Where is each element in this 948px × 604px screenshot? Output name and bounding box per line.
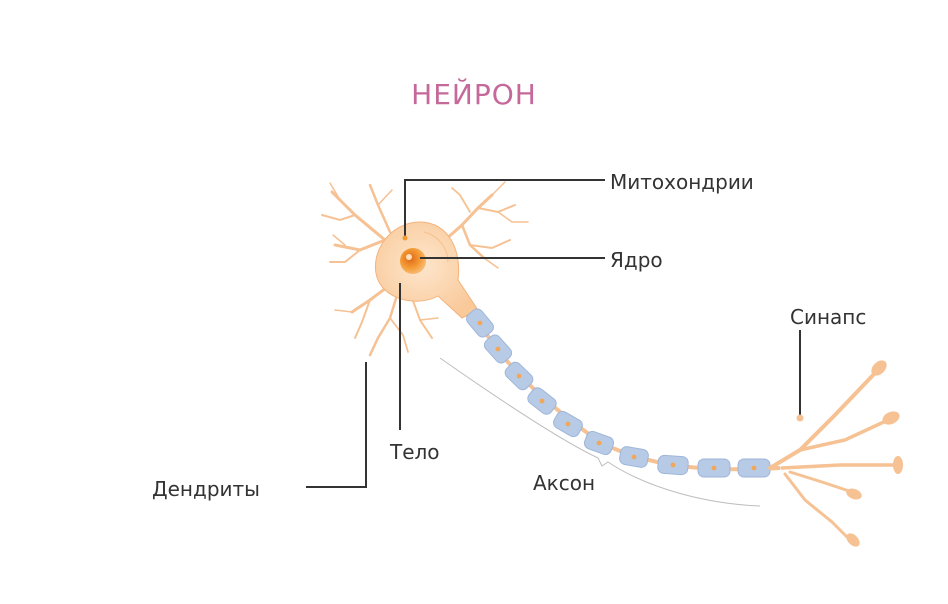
label-dendrites: Дендриты (152, 477, 260, 501)
label-mitochondria: Митохондрии (610, 170, 754, 194)
leader-mitochondria (404, 179, 605, 238)
myelin-dots (477, 320, 757, 471)
label-synapse: Синапс (790, 305, 867, 329)
leader-lines (306, 179, 801, 488)
dendrites-left (321, 182, 439, 357)
axon-bracket (439, 357, 761, 507)
diagram-title: НЕЙРОН (411, 78, 537, 111)
mitochondria-pointer-dot (402, 235, 408, 241)
label-axon: Аксон (533, 471, 596, 495)
synapse-ends (846, 360, 903, 547)
nucleus (400, 248, 426, 274)
cell-body (374, 221, 479, 319)
leader-dendrites (306, 362, 367, 488)
label-nucleus: Ядро (610, 248, 663, 272)
synapse-pointer-dot (796, 414, 804, 422)
axon-terminals (768, 370, 897, 542)
dendrites-right (443, 181, 529, 269)
label-body: Тело (390, 440, 440, 464)
